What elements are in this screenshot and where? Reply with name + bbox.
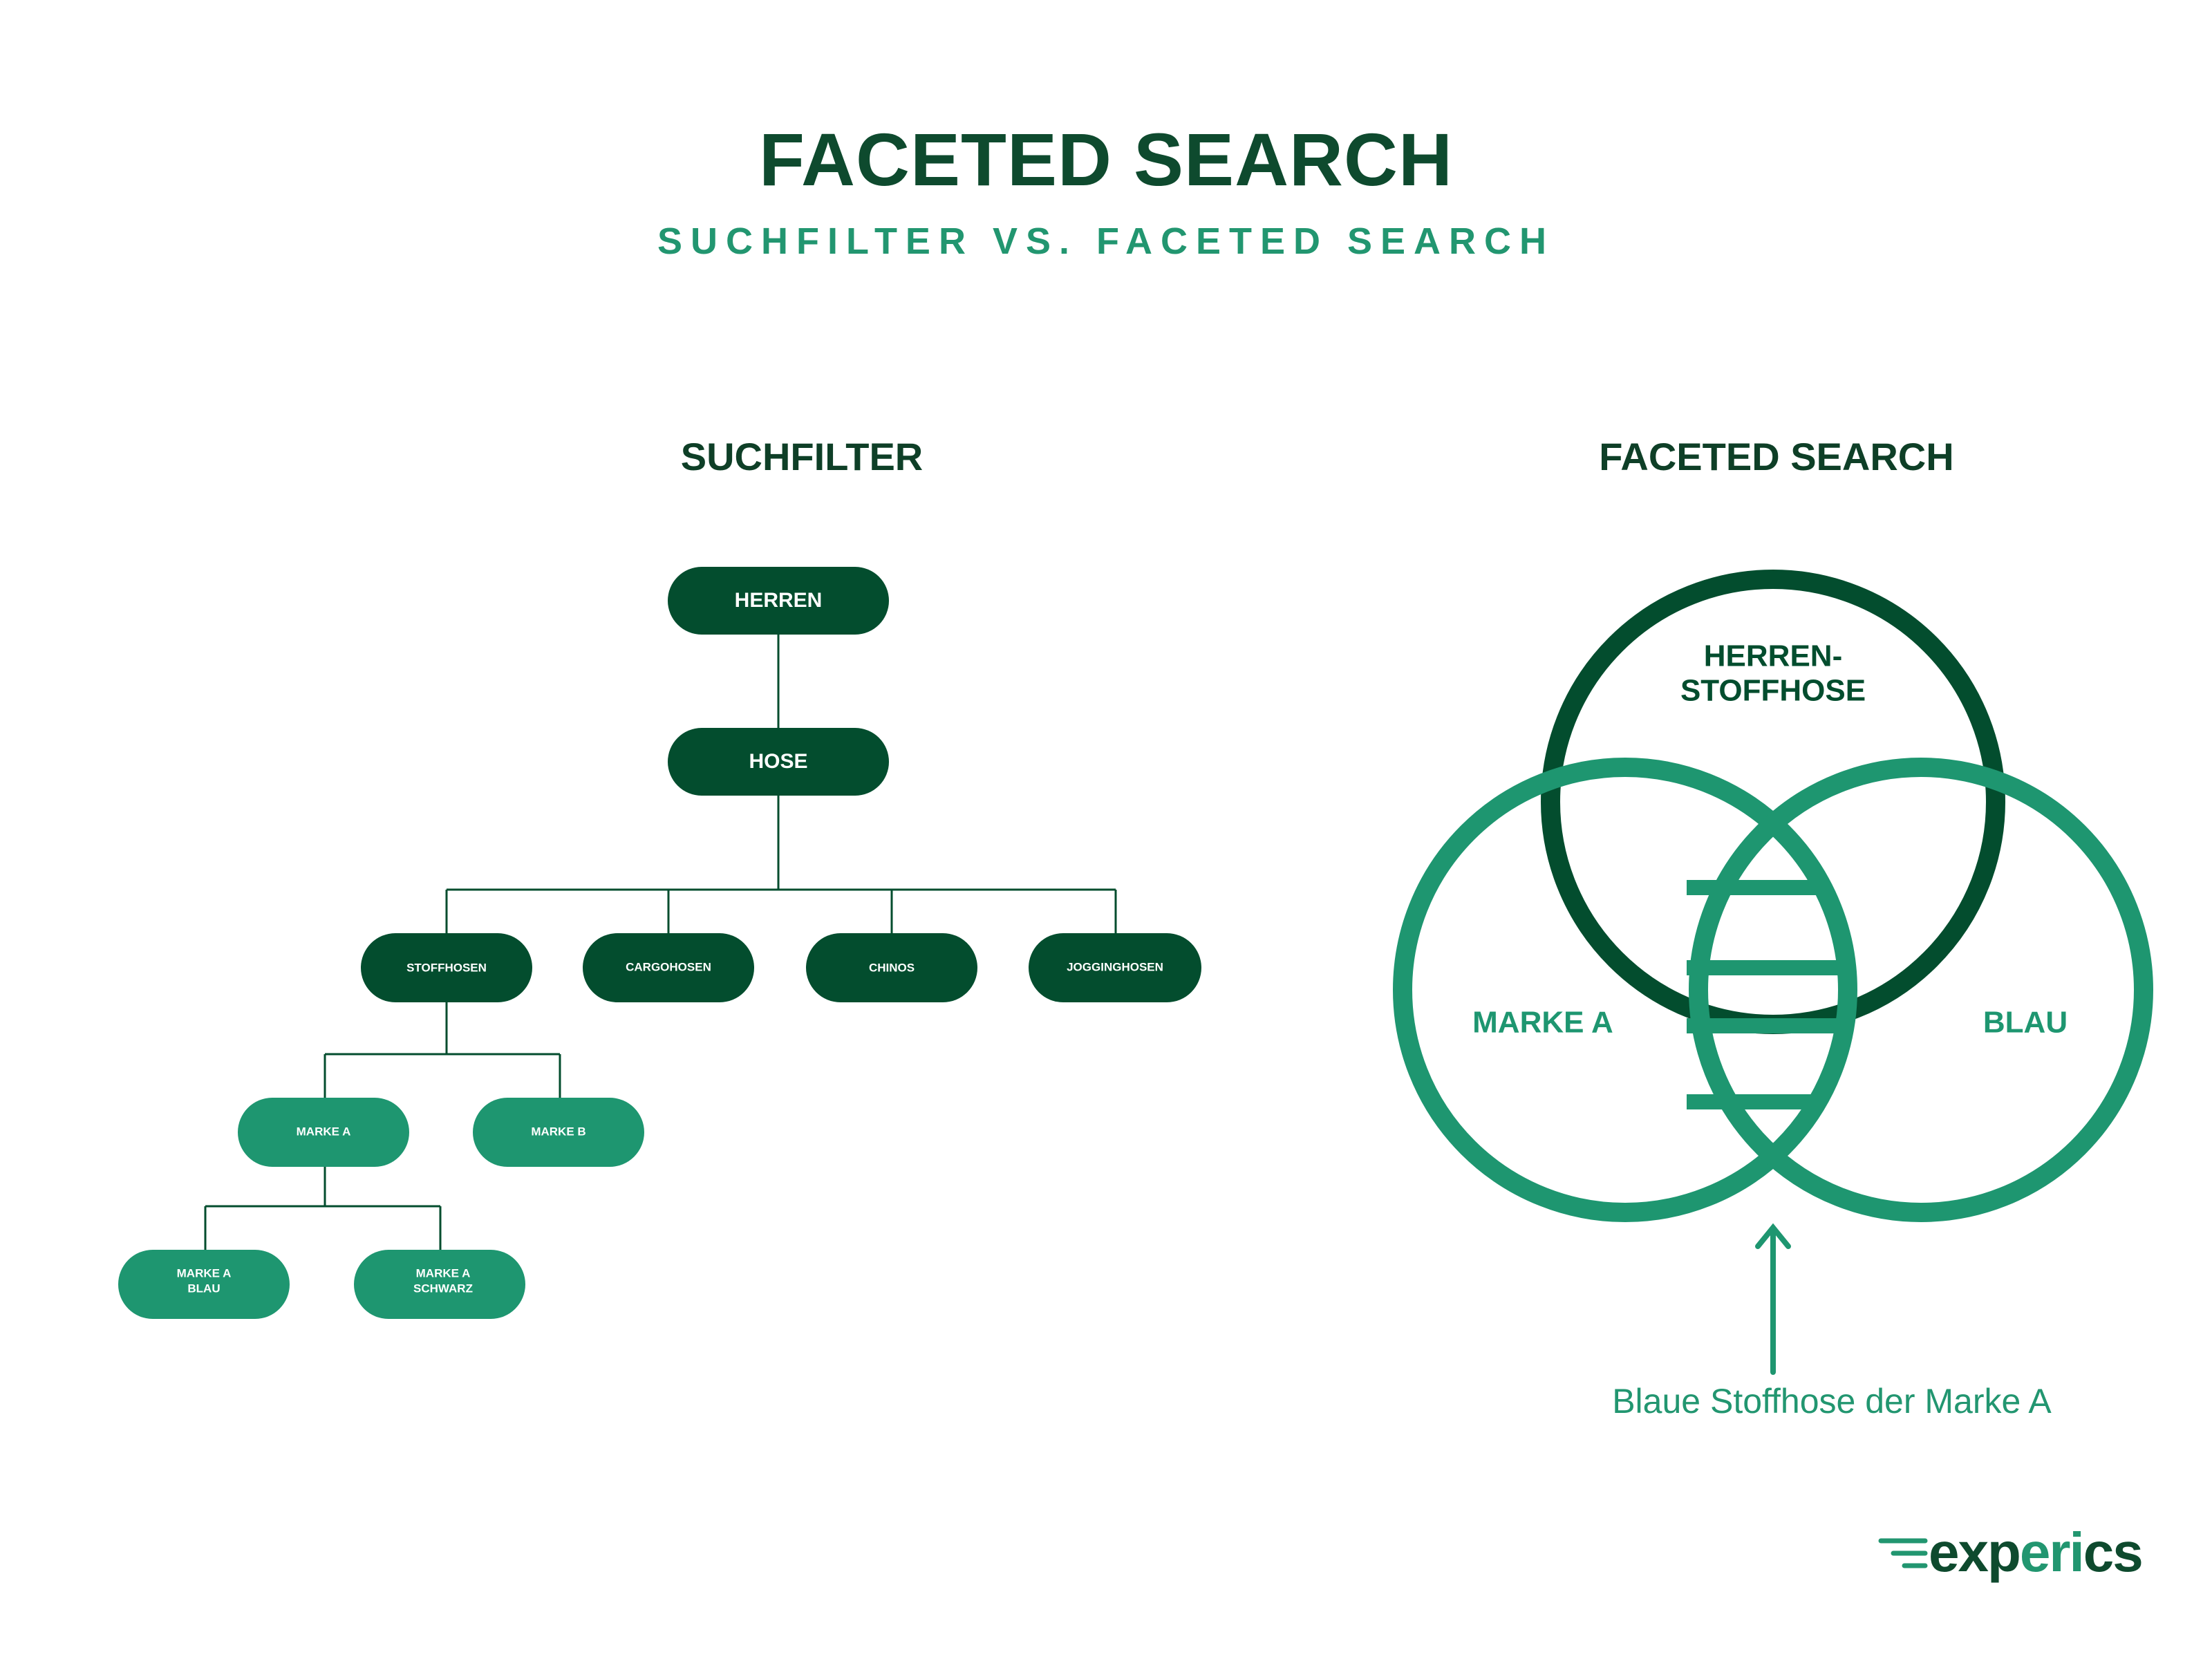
node-marke-a-blau-line1: MARKE A <box>177 1266 232 1280</box>
node-marke-a: MARKE A <box>238 1098 409 1167</box>
circle-blau <box>1689 758 2153 1222</box>
venn-label-left: MARKE A <box>1472 1006 1613 1040</box>
node-marke-a-schwarz: MARKE A SCHWARZ <box>354 1250 525 1319</box>
venn-label-top-line1: HERREN- <box>1704 639 1842 673</box>
page-subtitle: SUCHFILTER VS. FACETED SEARCH <box>657 221 1555 262</box>
logo-text-accent: eri <box>2019 1521 2085 1583</box>
venn-label-right: BLAU <box>1983 1006 2068 1040</box>
intersection-caption: Blaue Stoffhose der Marke A <box>1612 1382 2052 1421</box>
node-marke-a-blau-line2: BLAU <box>187 1282 220 1295</box>
node-marke-a-schwarz-line1: MARKE A <box>416 1266 471 1280</box>
page-title: FACETED SEARCH <box>758 118 1454 201</box>
node-herren-label: HERREN <box>735 589 823 612</box>
faceted-heading: FACETED SEARCH <box>1599 435 1954 478</box>
logo-text-dark: exp <box>1929 1521 2021 1583</box>
node-cargohosen-label: CARGOHOSEN <box>626 960 711 973</box>
node-chinos: CHINOS <box>806 933 977 1002</box>
node-marke-a-label: MARKE A <box>297 1125 351 1138</box>
circle-marke-a <box>1393 758 1857 1222</box>
venn-label-top-line2: STOFFHOSE <box>1680 674 1866 708</box>
speed-lines-icon <box>1878 1538 1928 1568</box>
node-jogginghosen-label: JOGGINGHOSEN <box>1067 960 1163 973</box>
node-hose: HOSE <box>668 728 889 796</box>
node-stoffhosen: STOFFHOSEN <box>361 933 532 1002</box>
experics-logo: experics <box>1929 1521 2144 1584</box>
node-chinos-label: CHINOS <box>869 961 915 974</box>
venn-diagram: HERREN- STOFFHOSE MARKE A BLAU <box>1393 570 2153 1222</box>
suchfilter-heading: SUCHFILTER <box>680 435 924 478</box>
node-herren: HERREN <box>668 567 889 635</box>
node-hose-label: HOSE <box>749 750 807 773</box>
intersection-arrow <box>1755 1223 1791 1375</box>
node-jogginghosen: JOGGINGHOSEN <box>1029 933 1201 1002</box>
logo-text-dark2: cs <box>2083 1521 2144 1583</box>
node-marke-a-blau: MARKE A BLAU <box>118 1250 290 1319</box>
node-marke-a-schwarz-line2: SCHWARZ <box>413 1282 473 1295</box>
node-stoffhosen-label: STOFFHOSEN <box>406 961 487 974</box>
node-marke-b: MARKE B <box>473 1098 644 1167</box>
tree-connectors <box>204 635 1117 1250</box>
node-marke-b-label: MARKE B <box>531 1125 585 1138</box>
node-cargohosen: CARGOHOSEN <box>583 933 754 1002</box>
